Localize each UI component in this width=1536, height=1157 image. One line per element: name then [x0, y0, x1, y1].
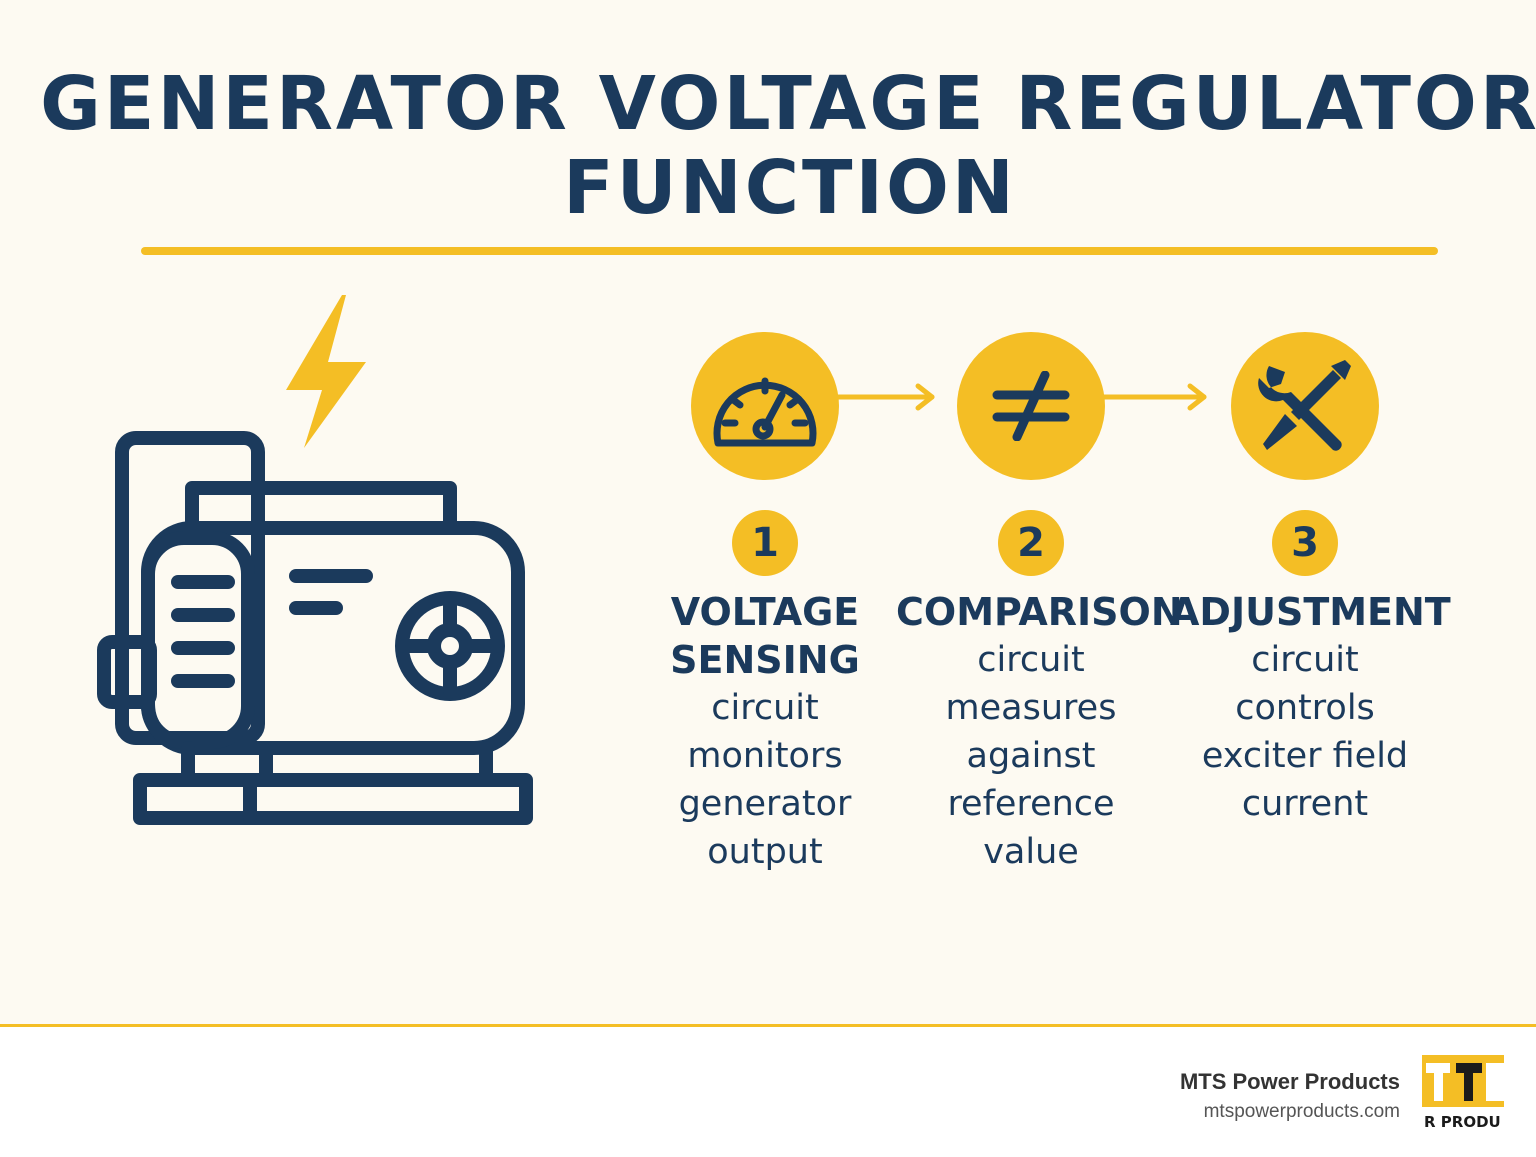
- step-comparison: 2 COMPARISON circuit measures against re…: [896, 332, 1183, 876]
- lightning-bolt-icon: [286, 295, 366, 448]
- title-line-1: GENERATOR VOLTAGE REGULATOR: [40, 61, 1536, 147]
- svg-text:R PRODU: R PRODU: [1424, 1113, 1501, 1131]
- generator-icon: [97, 431, 533, 825]
- step-heading-line: VOLTAGE: [670, 590, 860, 634]
- step-description-line: circuit: [1251, 640, 1359, 680]
- arrow-right-icon: [1102, 383, 1207, 411]
- step-heading-line: ADJUSTMENT: [1170, 590, 1451, 634]
- step-heading-line: SENSING: [670, 638, 860, 682]
- step-description-line: value: [983, 832, 1079, 872]
- step-description: circuit measures against reference value: [896, 636, 1166, 876]
- process-steps: 1 VOLTAGE SENSING circuit monitors gener…: [640, 320, 1520, 900]
- step-description-line: reference: [947, 784, 1115, 824]
- step-description-line: circuit: [977, 640, 1085, 680]
- step-description-line: controls: [1235, 688, 1375, 728]
- step-description-line: current: [1241, 784, 1369, 824]
- company-logo: R PRODU: [1422, 1055, 1504, 1133]
- step-heading-line: COMPARISON: [896, 590, 1183, 634]
- step-description-line: exciter field: [1201, 736, 1409, 776]
- title-line-2: FUNCTION: [563, 145, 1017, 231]
- step-heading: COMPARISON: [896, 588, 1183, 636]
- step-description-line: circuit: [711, 688, 819, 728]
- footer: MTS Power Products mtspowerproducts.com …: [0, 1024, 1536, 1157]
- step-description-line: against: [966, 736, 1096, 776]
- step-icon-circle: [957, 332, 1105, 480]
- step-heading: ADJUSTMENT: [1170, 588, 1451, 636]
- title-divider: [141, 247, 1438, 255]
- not-equal-icon: [992, 371, 1070, 441]
- step-number-badge: 2: [998, 510, 1064, 576]
- gauge-icon: [713, 377, 817, 447]
- step-adjustment: 3 ADJUSTMENT circuit controls exciter fi…: [1170, 332, 1451, 828]
- step-number-badge: 1: [732, 510, 798, 576]
- brand-name: MTS Power Products: [1179, 1069, 1400, 1094]
- step-description-line: generator: [678, 784, 852, 824]
- step-description-line: output: [707, 832, 823, 872]
- step-description-line: measures: [945, 688, 1117, 728]
- step-voltage-sensing: 1 VOLTAGE SENSING circuit monitors gener…: [630, 332, 900, 876]
- step-heading: VOLTAGE SENSING: [630, 588, 900, 684]
- step-icon-circle: [691, 332, 839, 480]
- brand-url[interactable]: mtspowerproducts.com: [1203, 1101, 1400, 1122]
- generator-illustration: [97, 295, 533, 825]
- step-icon-circle: [1231, 332, 1379, 480]
- page-title: GENERATOR VOLTAGE REGULATOR FUNCTION: [0, 62, 1536, 230]
- step-number-badge: 3: [1272, 510, 1338, 576]
- step-description-line: monitors: [687, 736, 843, 776]
- wrench-screwdriver-icon: [1258, 360, 1351, 451]
- arrow-right-icon: [836, 383, 935, 411]
- step-description: circuit controls exciter field current: [1170, 636, 1440, 828]
- step-description: circuit monitors generator output: [630, 684, 900, 876]
